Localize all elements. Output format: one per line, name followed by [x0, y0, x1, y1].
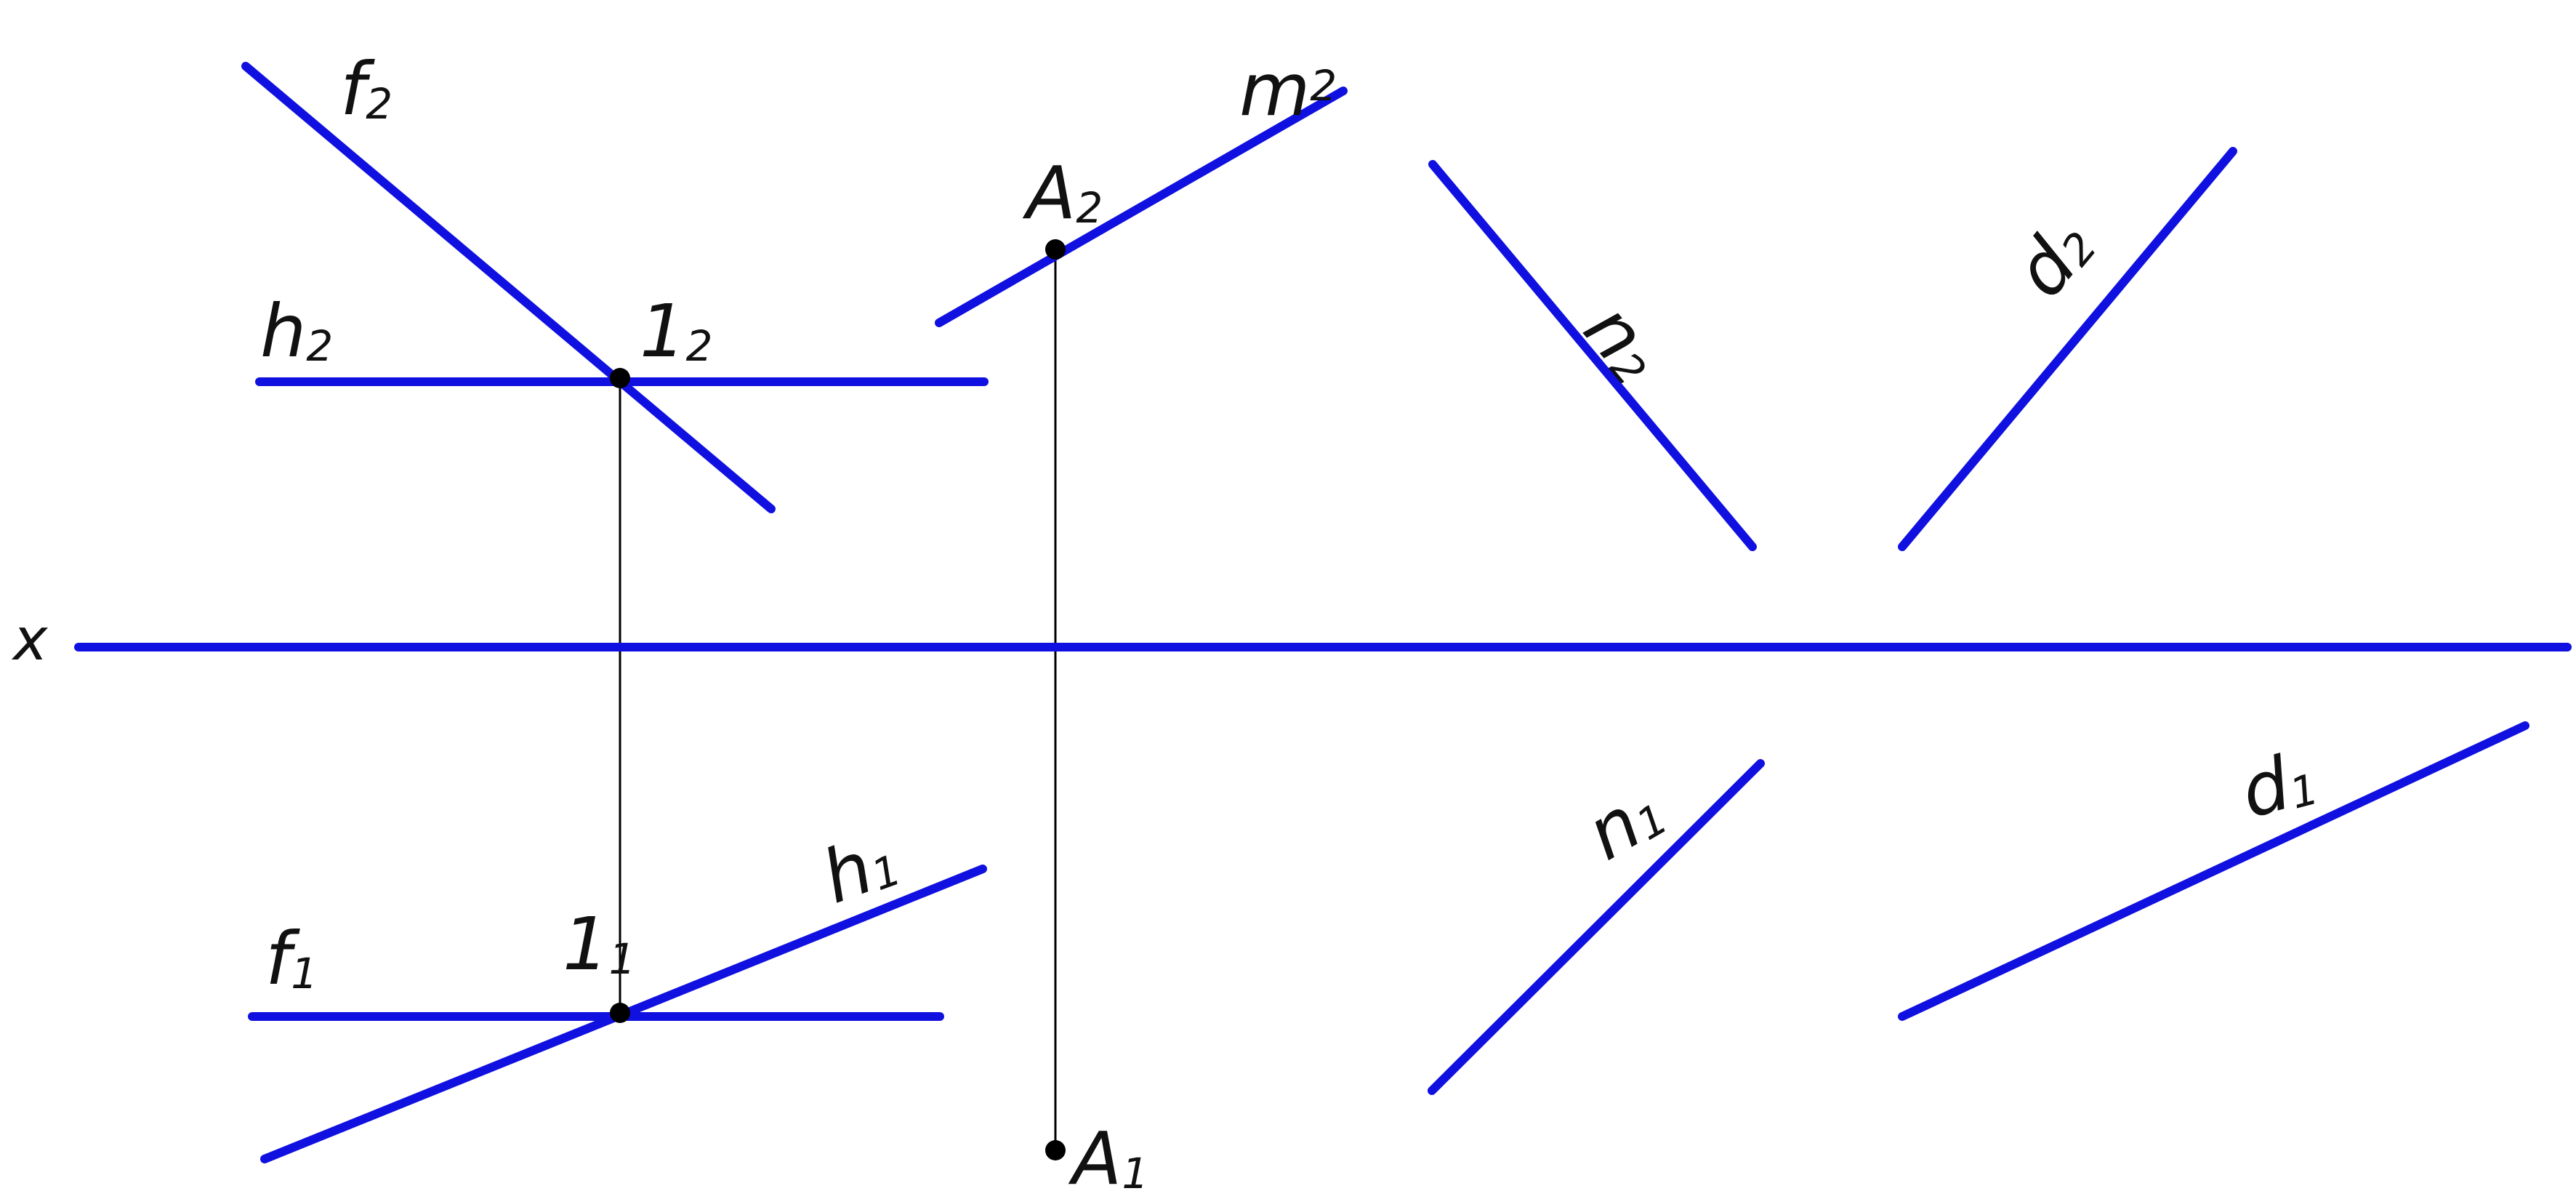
- line-n1: [1428, 759, 1765, 1095]
- label-a2: A2: [1022, 151, 1103, 236]
- label-f1: f1: [265, 916, 318, 1001]
- point-a-2: [1045, 239, 1066, 260]
- label-d2: d2: [1998, 202, 2110, 313]
- label-1-1: 11: [563, 902, 636, 987]
- point-1-2: [610, 368, 630, 388]
- label-h2: h2: [260, 289, 333, 374]
- point-a-1: [1045, 1140, 1066, 1160]
- line-n2: [1428, 160, 1757, 551]
- label-1-2: 12: [640, 289, 713, 374]
- label-axis-x: x: [11, 606, 49, 673]
- line-d2: [1898, 147, 2237, 551]
- label-f2: f2: [340, 47, 393, 132]
- label-m2: m2: [1239, 47, 1337, 132]
- label-n2: n2: [1568, 287, 1680, 398]
- label-a1: A1: [1068, 1116, 1148, 1199]
- line-m2: [935, 87, 1348, 327]
- line-f2: [241, 62, 776, 513]
- label-d1: d1: [2232, 734, 2325, 835]
- point-1-1: [610, 1003, 630, 1023]
- line-d1: [1898, 721, 2529, 1021]
